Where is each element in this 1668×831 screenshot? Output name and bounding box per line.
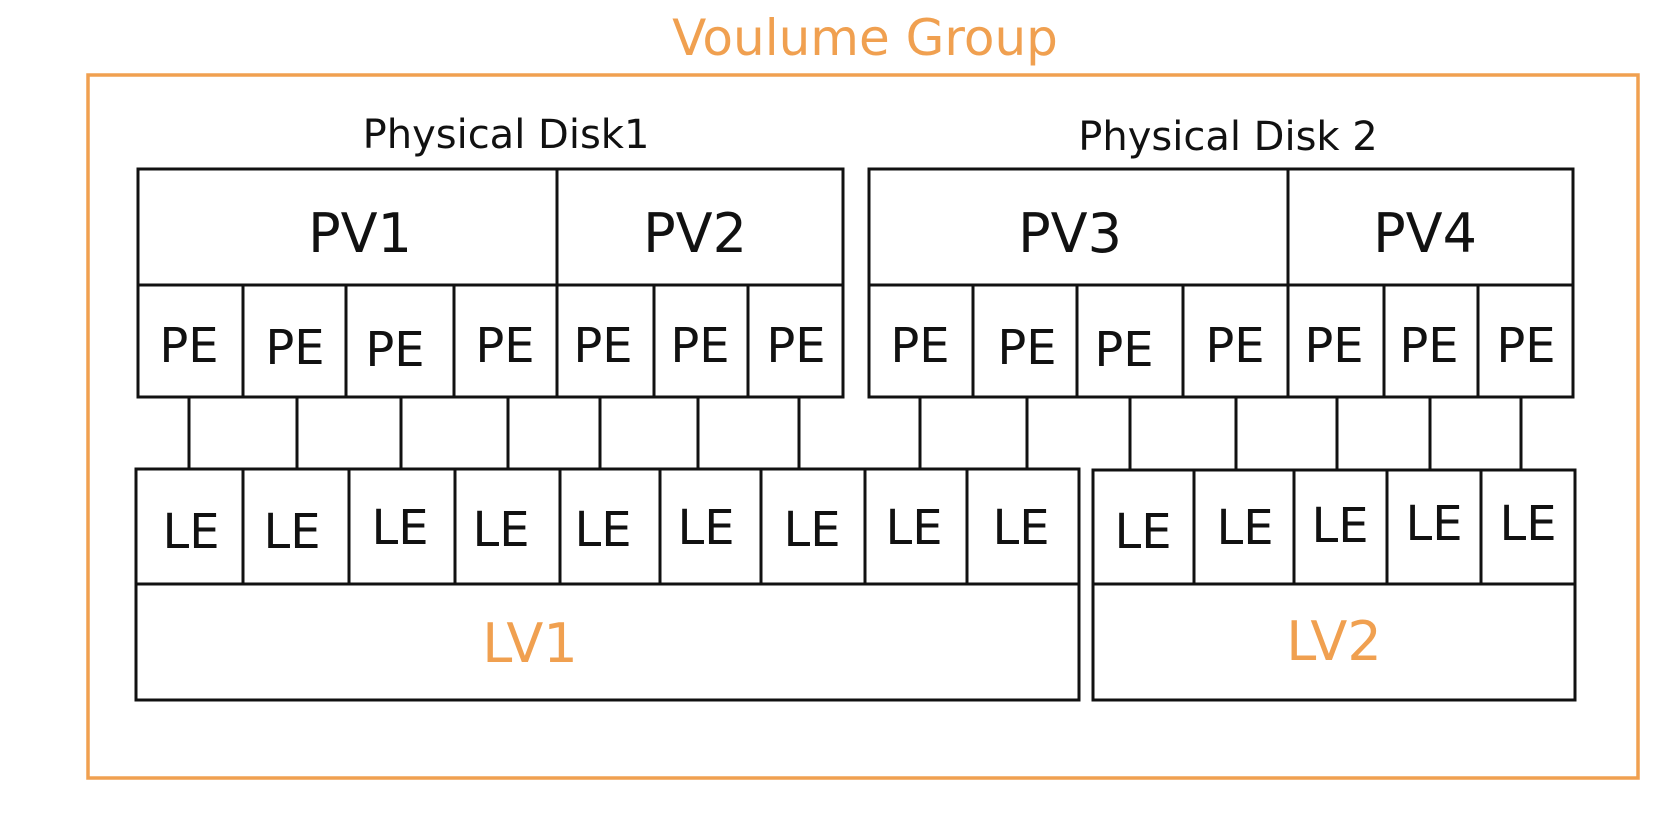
le-label: LE xyxy=(574,502,631,558)
disk-1-label: Physical Disk1 xyxy=(363,112,650,158)
disk-1-block: PV1 PV2 xyxy=(136,167,845,399)
lv-2-block: LV2 xyxy=(1091,468,1577,702)
lv-1-block: LV1 xyxy=(134,467,1081,702)
pe-label: PE xyxy=(1094,322,1153,378)
pe-label: PE xyxy=(1399,318,1458,374)
pv-label-4: PV4 xyxy=(1373,202,1477,265)
volume-group-title: Voulume Group xyxy=(672,9,1058,67)
le-label: LE xyxy=(162,504,219,560)
le-label: LE xyxy=(472,502,529,558)
le-label: LE xyxy=(263,504,320,560)
pv-label-3: PV3 xyxy=(1018,202,1122,265)
le-label: LE xyxy=(783,502,840,558)
pe-label: PE xyxy=(1304,318,1363,374)
pv-label-1: PV1 xyxy=(308,202,412,265)
lv-label-2: LV2 xyxy=(1286,610,1381,673)
disk-2-label: Physical Disk 2 xyxy=(1078,114,1378,160)
pe-label: PE xyxy=(670,318,729,374)
pe-labels: PE PE PE PE PE PE PE PE PE PE PE PE PE P… xyxy=(159,318,1555,378)
lv-label-1: LV1 xyxy=(482,612,577,675)
pe-label: PE xyxy=(766,318,825,374)
volume-group-frame xyxy=(86,73,1640,780)
le-label: LE xyxy=(371,500,428,556)
le-label: LE xyxy=(1216,500,1273,556)
pe-label: PE xyxy=(1496,318,1555,374)
le-labels: LE LE LE LE LE LE LE LE LE LE LE LE LE L… xyxy=(162,496,1556,560)
pe-label: PE xyxy=(159,318,218,374)
pe-dividers xyxy=(241,285,1480,397)
pe-label: PE xyxy=(265,320,324,376)
le-label: LE xyxy=(677,500,734,556)
pe-label: PE xyxy=(997,320,1056,376)
le-label: LE xyxy=(1311,498,1368,554)
pv-label-2: PV2 xyxy=(643,202,747,265)
le-label: LE xyxy=(1405,496,1462,552)
le-label: LE xyxy=(1499,496,1556,552)
pe-le-connectors xyxy=(187,397,1523,470)
pe-label: PE xyxy=(365,322,424,378)
pe-label: PE xyxy=(890,318,949,374)
le-label: LE xyxy=(992,500,1049,556)
pe-label: PE xyxy=(475,318,534,374)
disk-2-block: PV3 PV4 xyxy=(867,167,1575,399)
le-label: LE xyxy=(1114,504,1171,560)
pe-label: PE xyxy=(573,318,632,374)
le-label: LE xyxy=(885,500,942,556)
pe-label: PE xyxy=(1205,318,1264,374)
